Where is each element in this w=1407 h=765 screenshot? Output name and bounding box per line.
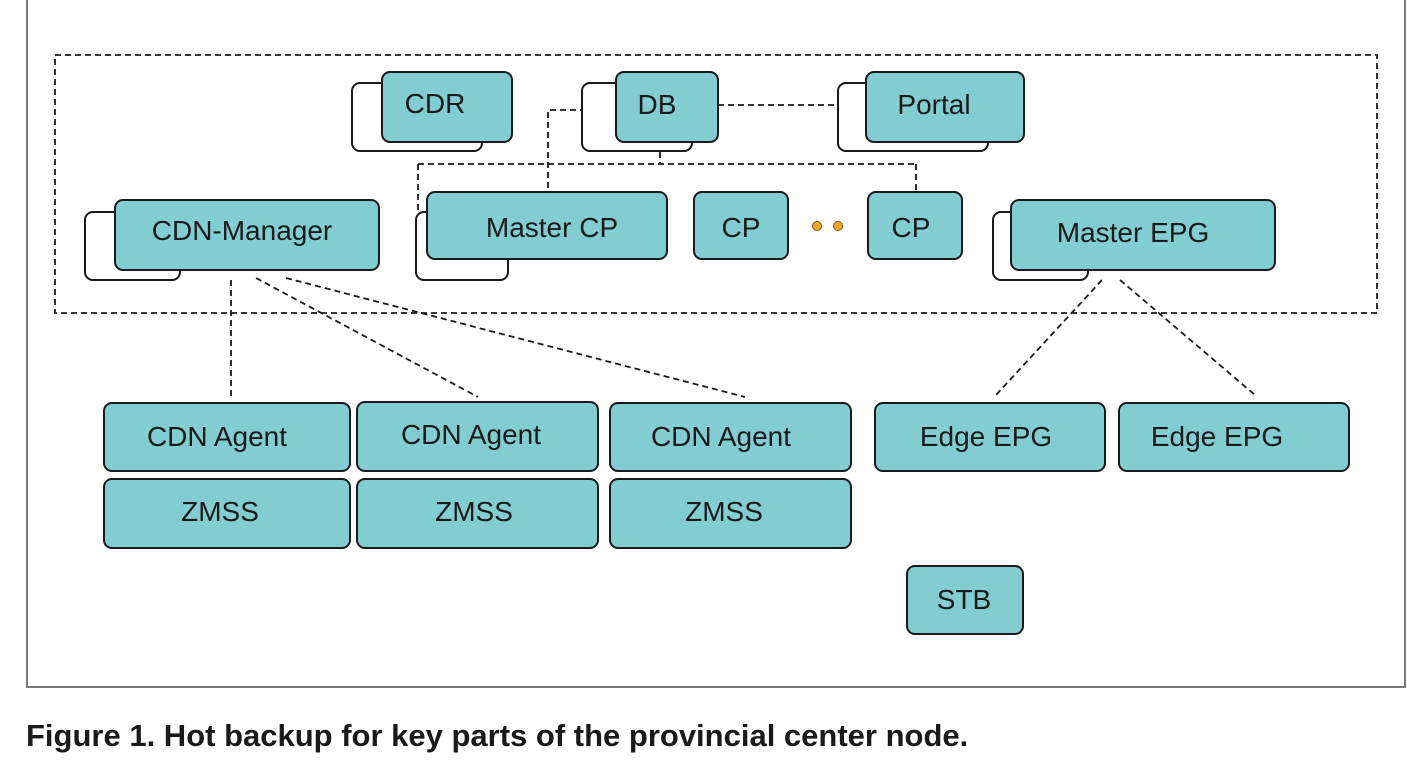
edge-epg-node-1 [874, 402, 1106, 472]
cdn-agent-node-1 [103, 402, 351, 472]
master-epg-label: Master EPG [1057, 217, 1209, 248]
architecture-diagram: CDR DB Portal CDN-Manager Master CP CP C… [54, 54, 1378, 635]
cp-node-2 [867, 191, 963, 260]
master-cp-label: Master CP [486, 212, 618, 243]
ellipsis-dot-1 [812, 221, 822, 231]
zmss-node-1 [103, 478, 351, 549]
cdn-manager-label: CDN-Manager [152, 215, 333, 246]
stb-node [906, 565, 1024, 635]
master-epg-node [1010, 199, 1276, 271]
cdn-manager-to-agent-2-link [255, 277, 479, 398]
zmss-label-3: ZMSS [685, 496, 763, 527]
diagram-frame [26, 0, 1406, 688]
db-to-cp-bus [417, 142, 917, 212]
cdn-agent-node-2 [356, 401, 599, 472]
provincial-center-boundary [54, 54, 1378, 314]
ellipsis-dot-2 [833, 221, 843, 231]
portal-label: Portal [897, 89, 970, 120]
zmss-node-2 [356, 478, 599, 549]
cdn-agent-label-2: CDN Agent [401, 419, 541, 450]
portal-node [865, 71, 1025, 143]
cdr-label: CDR [405, 88, 466, 119]
zmss-label-2: ZMSS [435, 496, 513, 527]
cdn-agent-node-3 [609, 402, 852, 472]
stb-label: STB [937, 584, 991, 615]
edge-epg-label-1: Edge EPG [920, 421, 1052, 452]
db-label: DB [638, 89, 677, 120]
master-epg-to-edge-1-link [995, 279, 1103, 396]
figure-caption: Figure 1. Hot backup for key parts of th… [26, 718, 969, 753]
cp-label-2: CP [892, 212, 931, 243]
zmss-label-1: ZMSS [181, 496, 259, 527]
edge-epg-label-2: Edge EPG [1151, 421, 1283, 452]
zmss-node-3 [609, 478, 852, 549]
edge-epg-node-2 [1118, 402, 1350, 472]
cp-node-1 [693, 191, 789, 260]
cdn-manager-to-agent-3-link [285, 277, 746, 398]
db-node [615, 71, 719, 143]
cdr-node [381, 71, 513, 143]
cdn-agent-label-3: CDN Agent [651, 421, 791, 452]
master-cp-node [426, 191, 668, 260]
cdn-agent-label-1: CDN Agent [147, 421, 287, 452]
cdn-manager-node [114, 199, 380, 271]
master-epg-to-edge-2-link [1119, 279, 1256, 396]
cp-label-1: CP [722, 212, 761, 243]
